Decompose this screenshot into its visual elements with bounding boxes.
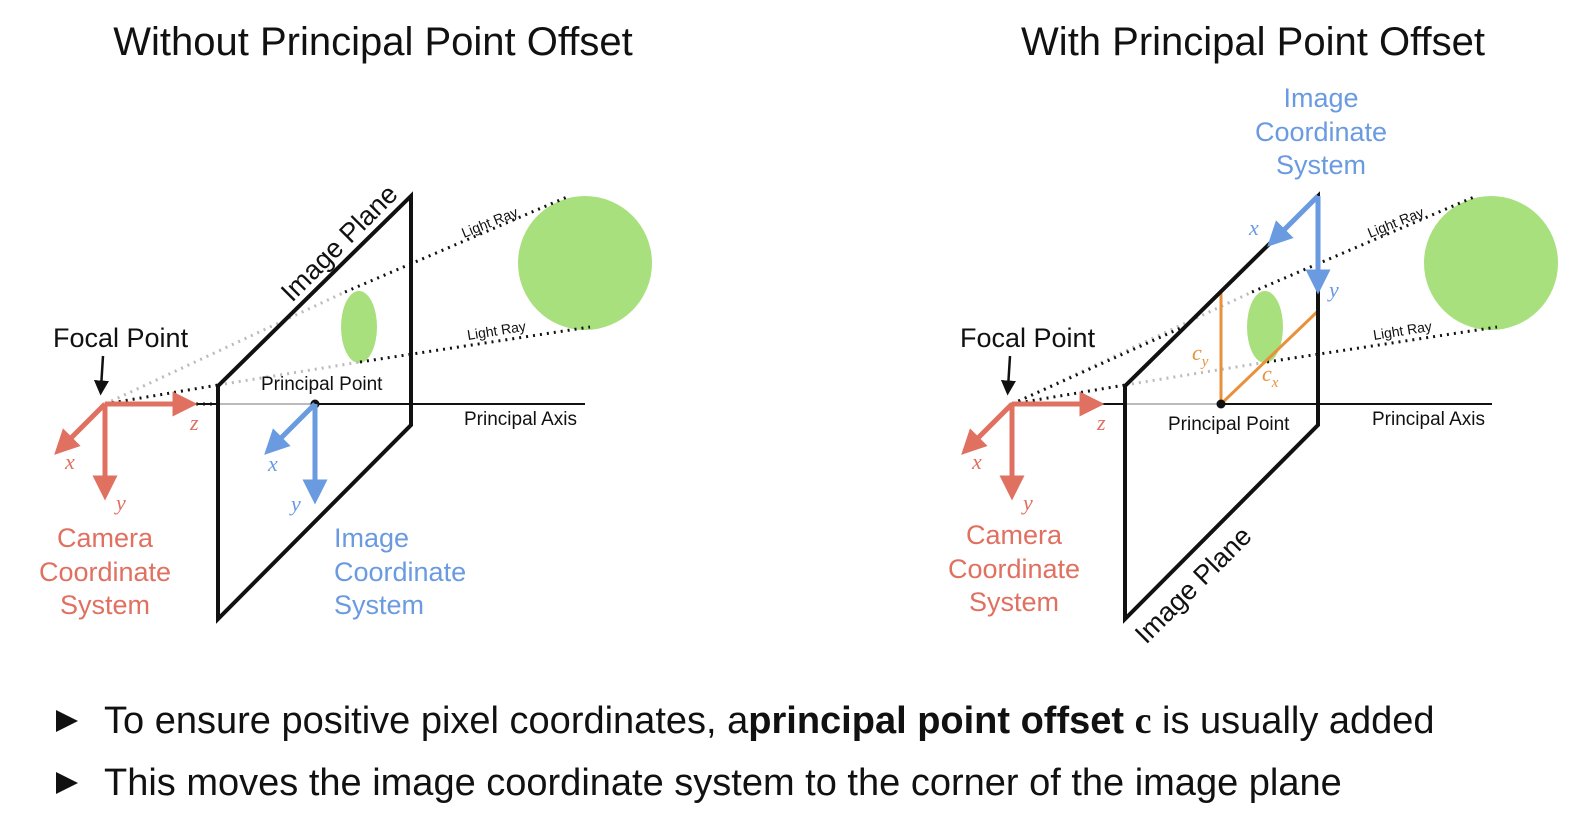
image-coordinate-axes: x y [264, 402, 328, 516]
bullet-item-2: This moves the image coordinate system t… [56, 752, 1576, 814]
light-ray-upper [344, 195, 568, 294]
bullet-1-text-post: is usually added [1151, 699, 1435, 742]
image-system-label-line3: System [334, 590, 424, 620]
bullet-1-math: c [1134, 700, 1152, 742]
principal-axis-label: Principal Axis [464, 409, 577, 430]
image-x-axis-arrow [264, 402, 317, 455]
camera-system-label-line3: System [969, 587, 1059, 617]
focal-point-pointer-icon [1000, 355, 1016, 396]
image-system-label: Image Coordinate System [334, 523, 466, 620]
bullet-triangle-icon [56, 772, 78, 794]
light-ray-lower-outside [1011, 383, 1126, 406]
left-panel-title: Without Principal Point Offset [113, 20, 633, 64]
image-system-label-line2: Coordinate [1255, 117, 1387, 147]
focal-point-label: Focal Point [53, 323, 189, 353]
image-system-label-line1: Image [1283, 83, 1358, 113]
camera-system-label: Camera Coordinate System [948, 520, 1080, 617]
object-sphere [518, 196, 652, 330]
light-ray-lower-outside [104, 383, 219, 406]
image-coordinate-axes: x y [1248, 194, 1339, 302]
light-ray-lower-inside [1124, 360, 1268, 387]
image-system-label-line1: Image [334, 523, 409, 553]
image-y-label: y [289, 491, 301, 516]
projected-object [1247, 291, 1283, 363]
focal-point-label: Focal Point [960, 323, 1096, 353]
light-ray-label-upper: Light Ray [1365, 204, 1426, 241]
offset-cy-label: cy [1192, 340, 1209, 370]
right-panel-title: With Principal Point Offset [1021, 20, 1485, 64]
right-panel: With Principal Point Offset Image Plane … [948, 20, 1558, 649]
principal-point-label: Principal Point [1168, 414, 1290, 435]
image-x-label: x [1248, 215, 1259, 240]
image-plane [216, 191, 413, 624]
bullet-1-text-pre: To ensure positive pixel coordinates, a [104, 699, 749, 742]
camera-z-label: z [1096, 410, 1106, 435]
camera-coordinate-axes: z x y [961, 391, 1106, 515]
light-ray-lower-inside [217, 360, 361, 387]
camera-system-label-line2: Coordinate [948, 554, 1080, 584]
camera-x-label: x [971, 449, 982, 474]
image-plane-label: Image Plane [1129, 521, 1257, 649]
camera-system-label-line1: Camera [966, 520, 1063, 550]
camera-z-label: z [189, 410, 199, 435]
light-ray-upper [1251, 195, 1475, 294]
image-plane-label: Image Plane [275, 179, 403, 307]
image-system-label-line3: System [1276, 150, 1366, 180]
image-x-axis-arrow [1267, 194, 1320, 247]
offset-cx-label: cx [1262, 361, 1279, 391]
image-system-label: Image Coordinate System [1255, 83, 1387, 180]
bullet-triangle-icon [56, 710, 78, 732]
image-y-label: y [1327, 277, 1339, 302]
object-sphere [1424, 196, 1558, 330]
light-ray-label-lower: Light Ray [1372, 318, 1433, 343]
camera-x-label: x [64, 449, 75, 474]
image-x-label: x [267, 451, 278, 476]
camera-x-axis-arrow [961, 402, 1014, 455]
bullet-item-1: To ensure positive pixel coordinates, a … [56, 690, 1576, 752]
bullet-list: To ensure positive pixel coordinates, a … [56, 690, 1576, 814]
camera-system-label-line2: Coordinate [39, 557, 171, 587]
principal-axis-label: Principal Axis [1372, 409, 1485, 430]
camera-y-label: y [114, 490, 126, 515]
camera-y-label: y [1021, 490, 1033, 515]
camera-system-label-line3: System [60, 590, 150, 620]
light-ray-label-upper: Light Ray [459, 204, 520, 241]
camera-x-axis-arrow [54, 402, 107, 455]
camera-system-label: Camera Coordinate System [39, 523, 171, 620]
bullet-2-text: This moves the image coordinate system t… [104, 761, 1342, 804]
projected-object [341, 291, 377, 363]
focal-point-pointer-icon [93, 355, 109, 396]
image-plane [1123, 191, 1320, 624]
principal-point-label: Principal Point [261, 374, 383, 395]
image-system-label-line2: Coordinate [334, 557, 466, 587]
light-ray-label-lower: Light Ray [466, 318, 527, 343]
camera-system-label-line1: Camera [57, 523, 154, 553]
camera-coordinate-axes: z x y [54, 391, 199, 515]
left-panel: Without Principal Point Offset Image Pla… [39, 20, 652, 624]
bullet-1-bold: principal point offset [748, 699, 1125, 742]
offset-cx-line [1219, 309, 1320, 406]
principal-point-dot [1216, 399, 1226, 409]
